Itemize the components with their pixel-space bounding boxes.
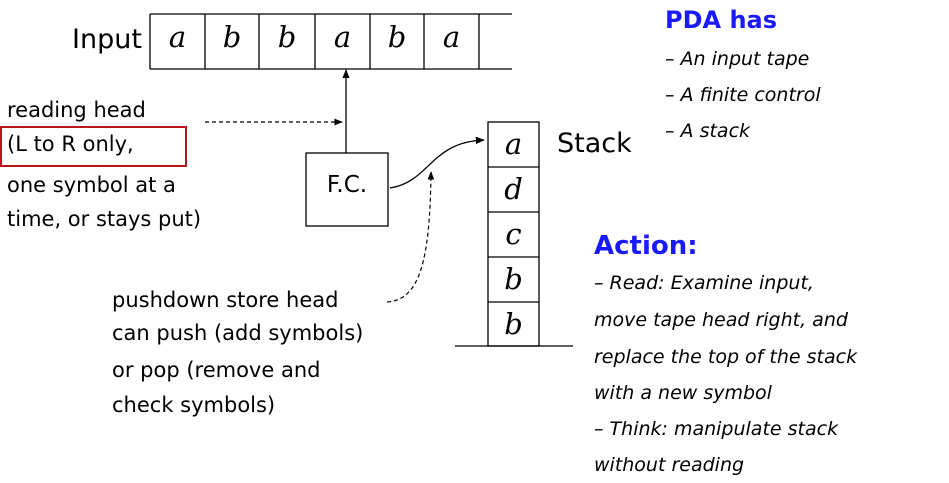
reading-head-note-line: reading head (7, 98, 146, 122)
tape-cell: a (168, 20, 187, 54)
stack-cell: a (504, 127, 523, 161)
tape-cell: b (277, 20, 297, 54)
action-line: replace the top of the stack (594, 346, 858, 368)
stack-head-arrow (389, 136, 485, 189)
stack-cell: c (505, 217, 522, 251)
finite-control-box (305, 152, 389, 227)
reading-head-note-line: one symbol at a (7, 173, 176, 197)
tape-cell: b (387, 20, 407, 54)
input-label: Input (72, 24, 142, 55)
action-heading: Action: (594, 231, 698, 261)
action-line: with a new symbol (594, 382, 772, 404)
reading-head-note-line: (L to R only, (7, 132, 134, 156)
action-line: without reading (594, 454, 745, 476)
pushdown-note-line: pushdown store head (112, 288, 339, 312)
pushdown-note-line: can push (add symbols) (112, 321, 364, 345)
tape-cell: b (222, 20, 242, 54)
pda-has-item: – A finite control (665, 84, 821, 106)
pushdown-note-line: check symbols) (112, 393, 276, 417)
stack-cell: d (504, 172, 523, 206)
action-line: move tape head right, and (594, 309, 848, 331)
stack-cell: b (504, 307, 523, 341)
tape-cell: a (333, 20, 352, 54)
stack-label: Stack (557, 128, 632, 159)
pda-has-heading: PDA has (665, 6, 778, 34)
pda-has-item: – A stack (665, 120, 751, 142)
action-line: – Read: Examine input, (594, 272, 814, 294)
pushdown-head-pointer (386, 171, 435, 303)
pda-has-item: – An input tape (665, 48, 810, 70)
reading-head-note-line: time, or stays put) (7, 207, 202, 231)
stack-column (455, 121, 573, 347)
stack-cell: b (504, 262, 523, 296)
tape-cell: a (442, 20, 461, 54)
action-line: – Think: manipulate stack (594, 418, 839, 440)
highlight-box (0, 126, 187, 167)
pushdown-note-line: or pop (remove and (112, 358, 321, 382)
finite-control-label: F.C. (326, 172, 368, 198)
input-tape (149, 13, 512, 70)
